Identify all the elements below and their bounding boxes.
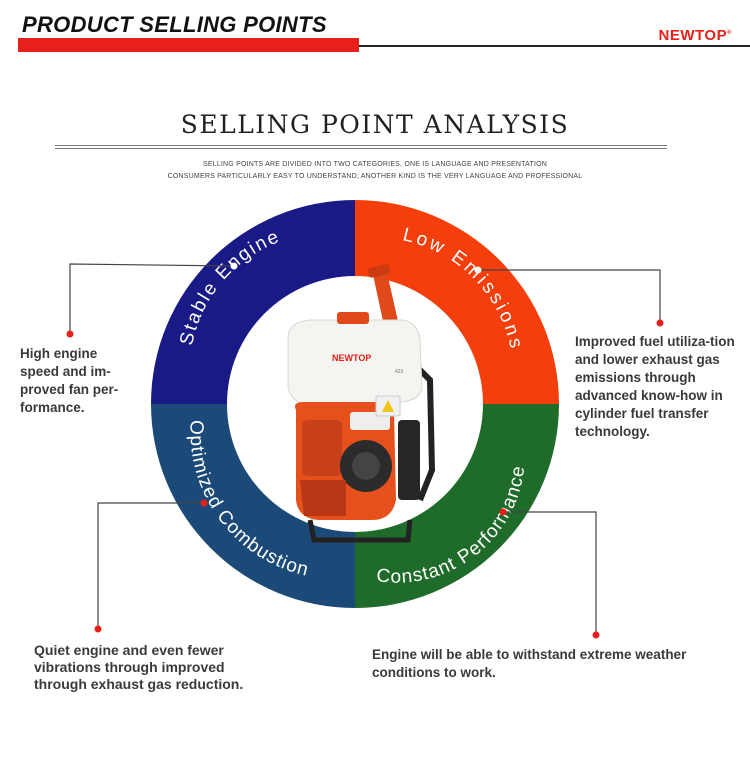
callout-dot-stable: [66, 330, 74, 338]
ring-segment-low-emissions: [355, 200, 559, 404]
ring-segment-constant-performance: [355, 404, 559, 608]
tank-model-label: 423: [395, 369, 404, 375]
callout-dot-optimized: [94, 625, 102, 633]
mist-blower-illustration: NEWTOP 423: [287, 264, 436, 543]
callout-dot-low: [656, 319, 664, 327]
tank-brand-label: NEWTOP: [332, 353, 371, 363]
brand-logo: NEWTOP®: [659, 27, 732, 44]
ring-segment-stable-engine: [151, 200, 355, 404]
description-constant-performance: Engine will be able to withstand extreme…: [372, 647, 687, 680]
header-red-bar: [18, 38, 359, 52]
description-optimized-combustion: Quiet engine and even fewer vibrations t…: [34, 642, 244, 692]
callout-dot-constant-inner: [499, 508, 507, 516]
callout-dot-low-inner: [474, 266, 482, 274]
analysis-title: SELLING POINT ANALYSIS: [180, 110, 570, 139]
brand-name: NEWTOP: [658, 27, 728, 44]
page-header-title: PRODUCT SELLING POINTS: [22, 12, 327, 37]
title-underline-2: [55, 148, 667, 149]
leader-lines: [69, 263, 661, 634]
callout-dot-stable-inner: [230, 262, 238, 270]
callout-dot-constant: [592, 631, 600, 639]
description-low-emissions: Improved fuel utiliza-tion and lower exh…: [575, 334, 735, 439]
analysis-subtitle-line2: CONSUMERS PARTICULARLY EASY TO UNDERSTAN…: [167, 173, 583, 180]
description-stable-engine: High engine speed and im-proved fan per-…: [20, 346, 119, 415]
brand-trademark: ®: [727, 30, 732, 36]
analysis-subtitle-line1: SELLING POINTS ARE DIVIDED INTO TWO CATE…: [202, 161, 548, 168]
callout-dot-optimized-inner: [200, 499, 208, 507]
title-underline-1: [55, 145, 667, 146]
header-divider: [359, 45, 750, 47]
ring-segment-optimized-combustion: [151, 404, 355, 608]
